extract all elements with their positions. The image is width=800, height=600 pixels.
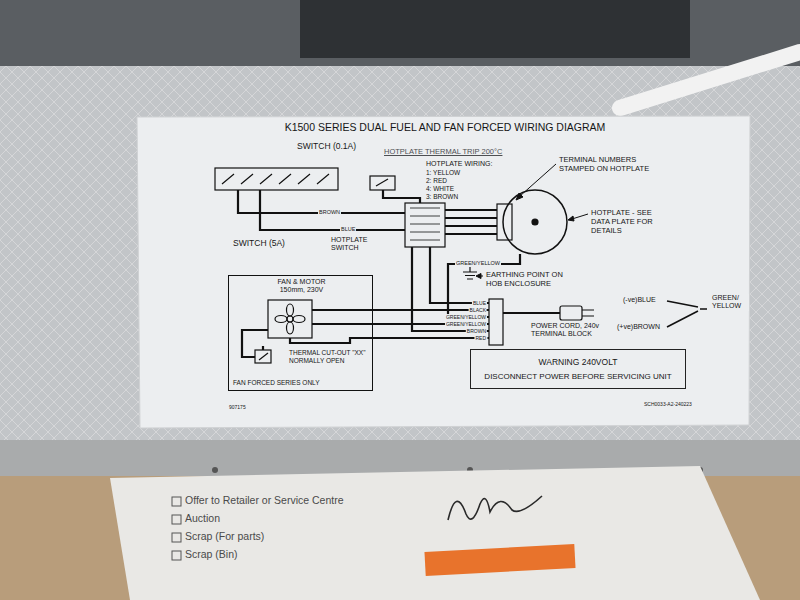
switch-block: [215, 168, 338, 190]
checkbox: [172, 515, 181, 524]
paper-form: [110, 466, 760, 600]
wire-colour: BLUE: [340, 226, 356, 233]
cutout-contact: [259, 353, 268, 360]
thermal-cutout-symbol: [255, 350, 271, 363]
wire-colour: GREEN/YELLOW: [445, 321, 487, 327]
pin-label: (-ve)BLUE: [622, 296, 657, 304]
fan-blade: [275, 316, 287, 323]
warning-text: DISCONNECT POWER BEFORE SERVICING UNIT: [484, 372, 671, 382]
power-cord: [503, 312, 560, 314]
component-note: THERMAL CUT-OUT "XX" NORMALLY OPEN: [289, 349, 369, 365]
form-option: Offer to Retailer or Service Centre: [185, 494, 344, 507]
fan-hub: [287, 316, 293, 322]
orange-tag: [424, 544, 575, 576]
wire: [373, 310, 489, 338]
wire: [445, 210, 497, 234]
fan-blade: [293, 316, 305, 323]
wire-colour: BROWN: [318, 209, 341, 216]
foil-texture: [0, 66, 800, 446]
checkbox: [172, 497, 181, 506]
callout-note: HOTPLATE - SEE DATA PLATE FOR DETAILS: [590, 208, 672, 235]
leaders: [476, 164, 707, 327]
warning-heading: WARNING 240VOLT: [539, 357, 618, 367]
wire-code: 2: RED: [425, 177, 448, 185]
leader-line: [520, 164, 556, 196]
thermal-trip-switch: [370, 176, 395, 190]
switch-label: SWITCH (5A): [232, 238, 286, 248]
hotplate-terminal-block: [497, 204, 512, 240]
box-heading: FAN & MOTOR 150mm, 230V: [264, 278, 339, 295]
wire-colour: BROWN: [466, 328, 487, 334]
part-label: POWER CORD, 240v TERMINAL BLOCK: [530, 322, 604, 339]
pin-label: (+ve)BROWN: [616, 323, 661, 331]
wire-code: 1: YELLOW: [425, 169, 461, 177]
wire-colour: BLUE: [472, 300, 487, 306]
plug-symbol: [560, 306, 582, 320]
checkbox: [172, 533, 181, 542]
wiring-label: [137, 116, 750, 428]
warning-box: WARNING 240VOLT DISCONNECT POWER BEFORE S…: [470, 349, 686, 389]
part-number: 907175: [228, 404, 247, 410]
terminal-block: [489, 299, 503, 345]
fan-motor-box: FAN & MOTOR 150mm, 230V THERMAL CUT-OUT "…: [228, 275, 373, 391]
fan-blade: [287, 304, 294, 316]
hotplate-symbol: [503, 190, 567, 254]
wire-code: 4: WHITE: [425, 185, 455, 193]
wire: [290, 310, 373, 343]
handwriting: [448, 496, 542, 520]
plug-face-lines: [667, 301, 707, 327]
white-pipe: [620, 52, 800, 108]
wire-colour: GREEN/YELLOW: [445, 314, 487, 320]
fan-symbol: [268, 300, 312, 338]
leader-line: [572, 214, 588, 219]
arrowhead: [476, 274, 481, 279]
wire: [383, 190, 420, 203]
pin-label: GREEN/ YELLOW: [711, 294, 749, 311]
wire: [430, 247, 489, 303]
callout-note: TERMINAL NUMBERS STAMPED ON HOTPLATE: [558, 155, 665, 173]
switch-label: SWITCH (0.1A): [296, 141, 357, 151]
wire-colour: BLACK: [469, 307, 487, 313]
fan-blade: [287, 322, 294, 334]
callout-note: EARTHING POINT ON HOB ENCLOSURE: [485, 270, 582, 288]
thermal-trip-note: HOTPLATE THERMAL TRIP 200°C: [383, 147, 503, 156]
wire-code: 3: BROWN: [425, 193, 459, 201]
switch-contact: [376, 179, 388, 186]
foil-insulation: [0, 66, 800, 446]
wire: [242, 330, 268, 357]
form-option: Scrap (Bin): [185, 548, 238, 561]
form-sheet: Offer to Retailer or Service CentreAucti…: [185, 494, 425, 574]
wire-colour: RED: [474, 335, 487, 341]
plug-pins: [582, 310, 594, 316]
document-number: SCH0033-A2-240223: [643, 401, 693, 407]
diagram-title: K1500 SERIES DUAL FUEL AND FAN FORCED WI…: [285, 121, 606, 134]
wiring-heading: HOTPLATE WIRING:: [425, 160, 493, 168]
arrowhead: [516, 193, 523, 200]
form-option: Scrap (For parts): [185, 530, 264, 543]
fan-opening: [300, 0, 690, 58]
switch-contacts: [222, 174, 329, 184]
hotplate-switch-block: [405, 203, 445, 247]
rail-hole: [212, 467, 218, 473]
switch-label: HOTPLATE SWITCH: [330, 236, 382, 253]
box-note: FAN FORCED SERIES ONLY: [233, 379, 320, 387]
arrowhead: [568, 216, 574, 221]
switch-terminals: [410, 208, 440, 240]
checkbox: [172, 551, 181, 560]
hotplate-centre: [532, 219, 538, 225]
form-option: Auction: [185, 512, 220, 525]
wire-colour: GREEN/YELLOW: [455, 260, 501, 267]
